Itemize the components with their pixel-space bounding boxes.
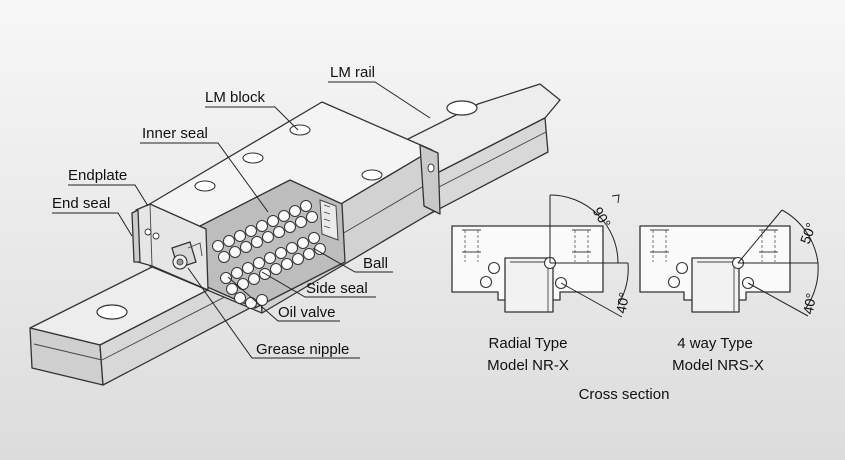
label-end-seal: End seal [52, 195, 110, 212]
four-way-angle-lower: 40° [800, 292, 819, 316]
label-lm-block: LM block [205, 89, 266, 106]
cross-section-caption: Cross section [579, 386, 670, 403]
block-mounting-hole [242, 152, 264, 164]
label-oil-valve: Oil valve [278, 304, 336, 321]
cross-section-radial: 90° 40° [451, 194, 632, 318]
cross-section-four-way: 50° 40° [639, 209, 819, 317]
radial-angle-lower: 40° [613, 291, 632, 315]
radial-type-label: Radial Type [489, 335, 568, 352]
four-way-angle-upper: 50° [797, 221, 819, 246]
label-endplate: Endplate [68, 167, 127, 184]
grease-nipple [171, 241, 203, 270]
block-mounting-hole [361, 169, 383, 181]
label-side-seal: Side seal [306, 280, 368, 297]
ball-rows [212, 200, 326, 309]
radial-model-label: Model NR-X [487, 357, 569, 374]
label-inner-seal: Inner seal [142, 125, 208, 142]
end-seal [131, 209, 160, 263]
label-grease-nipple: Grease nipple [256, 341, 349, 358]
label-lm-rail: LM rail [330, 64, 375, 81]
four-way-model-label: Model NRS-X [672, 357, 764, 374]
label-ball: Ball [363, 255, 388, 272]
rail-bolt-hole [446, 100, 478, 116]
rail-bolt-hole [96, 304, 128, 320]
block-mounting-hole [194, 180, 216, 192]
four-way-type-label: 4 way Type [677, 335, 753, 352]
endplate [135, 203, 209, 291]
leader-lines [52, 81, 431, 359]
block-mounting-hole [289, 124, 311, 136]
